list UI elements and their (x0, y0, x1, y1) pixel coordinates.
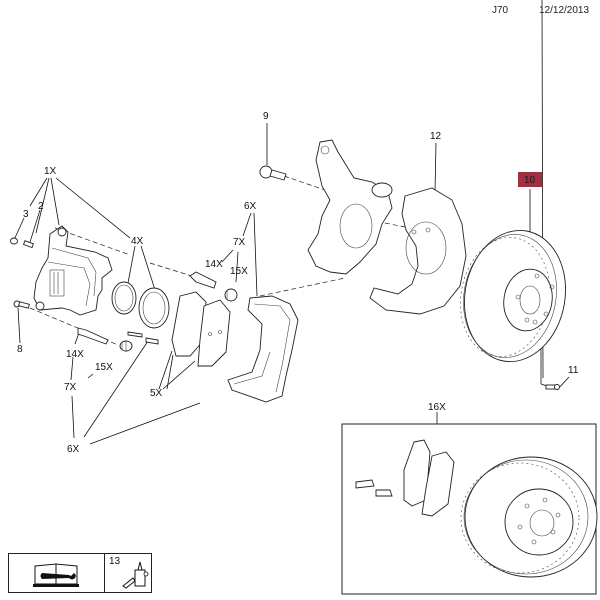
part-1-brake-caliper[interactable] (33, 225, 113, 316)
legend-item-number: 13 (109, 556, 121, 567)
callout-3[interactable]: 3 (23, 209, 29, 220)
part-11-rotor-screw[interactable] (545, 384, 560, 390)
part-16-kit-box[interactable] (341, 423, 598, 595)
callout-11[interactable]: 11 (568, 365, 579, 376)
callout-7X-top[interactable]: 7X (233, 237, 246, 248)
part-5-clips-left[interactable] (127, 331, 159, 345)
callout-10[interactable]: 10 (524, 175, 536, 186)
part-5-brake-pads[interactable] (171, 291, 231, 367)
callout-2[interactable]: 2 (38, 201, 44, 212)
part-9-bolt[interactable] (259, 165, 287, 181)
part-8-bolt[interactable] (13, 300, 30, 309)
part-6-caliper-bracket[interactable] (227, 295, 299, 403)
part-12-dust-shield[interactable] (369, 187, 467, 315)
callout-5X[interactable]: 5X (150, 388, 163, 399)
service-manual-wrench-icon (33, 563, 79, 587)
callout-7X-left[interactable]: 7X (64, 382, 77, 393)
part-3-bleeder-cap[interactable] (10, 237, 18, 245)
callout-1X[interactable]: 1X (44, 166, 57, 177)
diagram-code: J70 (492, 5, 509, 16)
adhesive-bottle-icon (122, 561, 149, 589)
part-14-guide-pin-left[interactable] (77, 327, 109, 345)
callout-15X-top[interactable]: 15X (230, 266, 248, 277)
callout-4X[interactable]: 4X (131, 236, 144, 247)
adhesive-cell[interactable]: 13 (105, 554, 151, 592)
callout-14X-top[interactable]: 14X (205, 259, 223, 270)
callout-16X[interactable]: 16X (428, 402, 446, 413)
part-15-pin-boot-left[interactable] (119, 340, 133, 352)
part-2-bleeder-screw[interactable] (22, 240, 34, 249)
diagram-date: 12/12/2013 (539, 5, 590, 16)
callout-8[interactable]: 8 (17, 344, 23, 355)
callout-labels: 1X 2 3 4X 8 14X 15X 7X 5X 6X 6X 7X 14X 1… (17, 111, 579, 455)
callout-6X-left[interactable]: 6X (67, 444, 80, 455)
callout-12[interactable]: 12 (430, 131, 442, 142)
callout-10-highlighted[interactable]: 10 (518, 172, 542, 187)
service-manual-cell[interactable] (9, 554, 105, 592)
legend-box: 13 (8, 553, 152, 593)
part-10-brake-rotor[interactable] (451, 222, 575, 369)
part-15-pin-boot-top[interactable] (224, 288, 238, 302)
leader-lines (13, 0, 570, 445)
callout-6X-top[interactable]: 6X (244, 201, 257, 212)
callout-9[interactable]: 9 (263, 111, 269, 122)
callout-highlight-box (518, 172, 542, 187)
part-4-piston-seals[interactable] (111, 281, 170, 329)
callout-14X-left[interactable]: 14X (66, 349, 84, 360)
steering-knuckle (307, 139, 393, 275)
callout-15X-left[interactable]: 15X (95, 362, 113, 373)
part-14-guide-pin-top[interactable] (189, 271, 217, 289)
